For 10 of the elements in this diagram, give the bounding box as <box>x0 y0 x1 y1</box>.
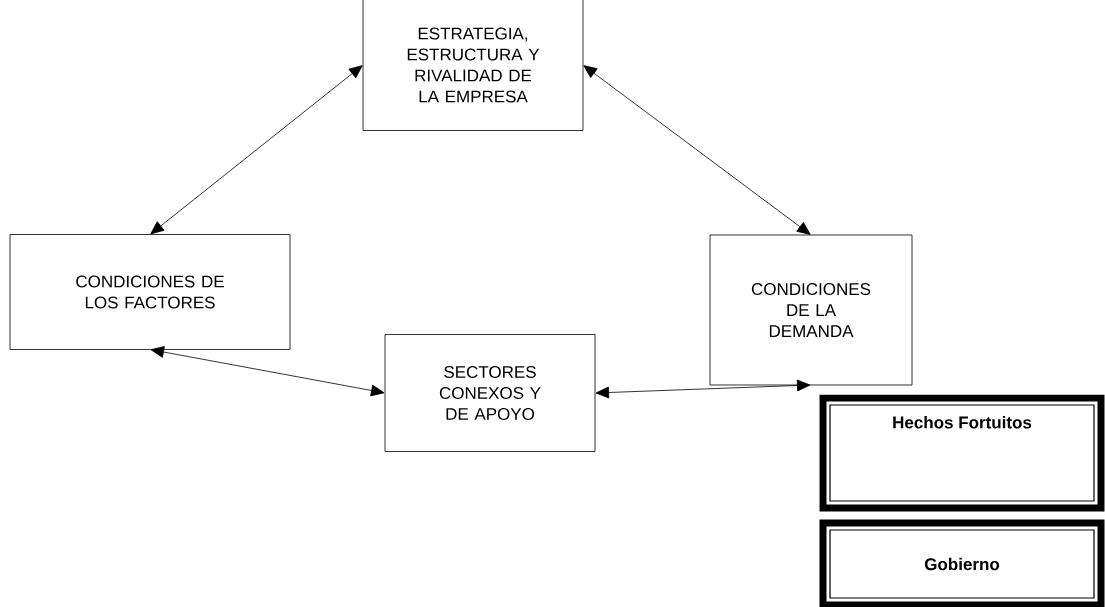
process-box: CONDICIONES DE LA DEMANDA <box>709 234 913 386</box>
process-box: SECTORES CONEXOS Y DE APOYO <box>384 334 596 452</box>
double-arrow <box>595 379 811 399</box>
process-box: ESTRATEGIA, ESTRUCTURA Y RIVALIDAD DE LA EMPRESA <box>362 0 584 131</box>
framed-box: Hechos Fortuitos <box>819 394 1105 512</box>
process-box: CONDICIONES DE LOS FACTORES <box>9 234 291 350</box>
double-arrow <box>583 65 811 235</box>
framed-box: Gobierno <box>819 519 1105 607</box>
double-arrow <box>150 346 385 397</box>
double-arrow <box>150 65 363 235</box>
